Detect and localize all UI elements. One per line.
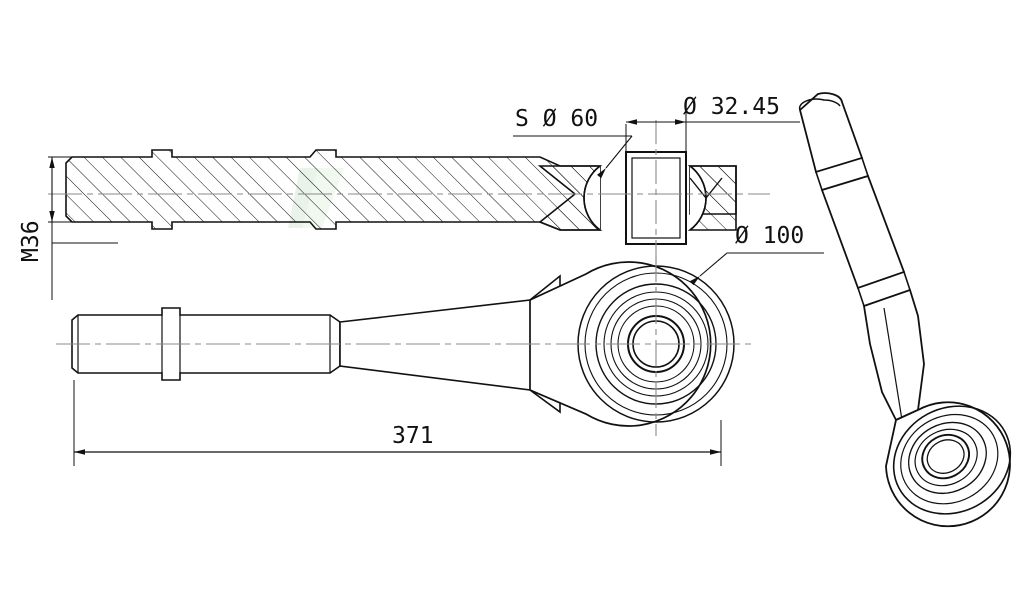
seat-chevron — [689, 177, 723, 200]
dimension-d3245: Ø 32.45 — [625, 94, 800, 156]
iso-eye-ring-2 — [900, 413, 999, 505]
d100-leader — [689, 252, 728, 286]
section-view — [48, 120, 770, 268]
seat-hatch-right — [687, 165, 737, 231]
d100-label: Ø 100 — [735, 223, 804, 249]
dim371-label: 371 — [392, 423, 434, 449]
m36-label: M36 — [18, 220, 44, 262]
dimension-m36: M36 — [18, 156, 118, 300]
iso-taper-edge — [883, 307, 903, 421]
iso-eye-ring-3 — [908, 421, 987, 494]
section-body-hatch — [65, 149, 601, 231]
annotation-d100: Ø 100 — [689, 223, 824, 286]
iso-eye-ring-1 — [892, 405, 1012, 515]
d3245-label: Ø 32.45 — [683, 94, 780, 120]
side-view — [56, 256, 756, 436]
isometric-view — [798, 92, 1012, 528]
iso-eye-body — [885, 401, 1011, 528]
iso-eye-bore-outer — [921, 433, 970, 480]
iso-tip — [798, 92, 864, 174]
dimension-371: 371 — [73, 380, 722, 466]
iso-eye-ring-4 — [914, 428, 978, 487]
iso-eye-bore-inner — [926, 439, 965, 474]
annotation-s60: S Ø 60 — [513, 106, 633, 179]
s60-leader — [596, 135, 633, 179]
iso-tip-top-ellipse — [798, 98, 841, 111]
seat-hatch-left — [537, 165, 603, 231]
s60-label: S Ø 60 — [515, 106, 598, 132]
